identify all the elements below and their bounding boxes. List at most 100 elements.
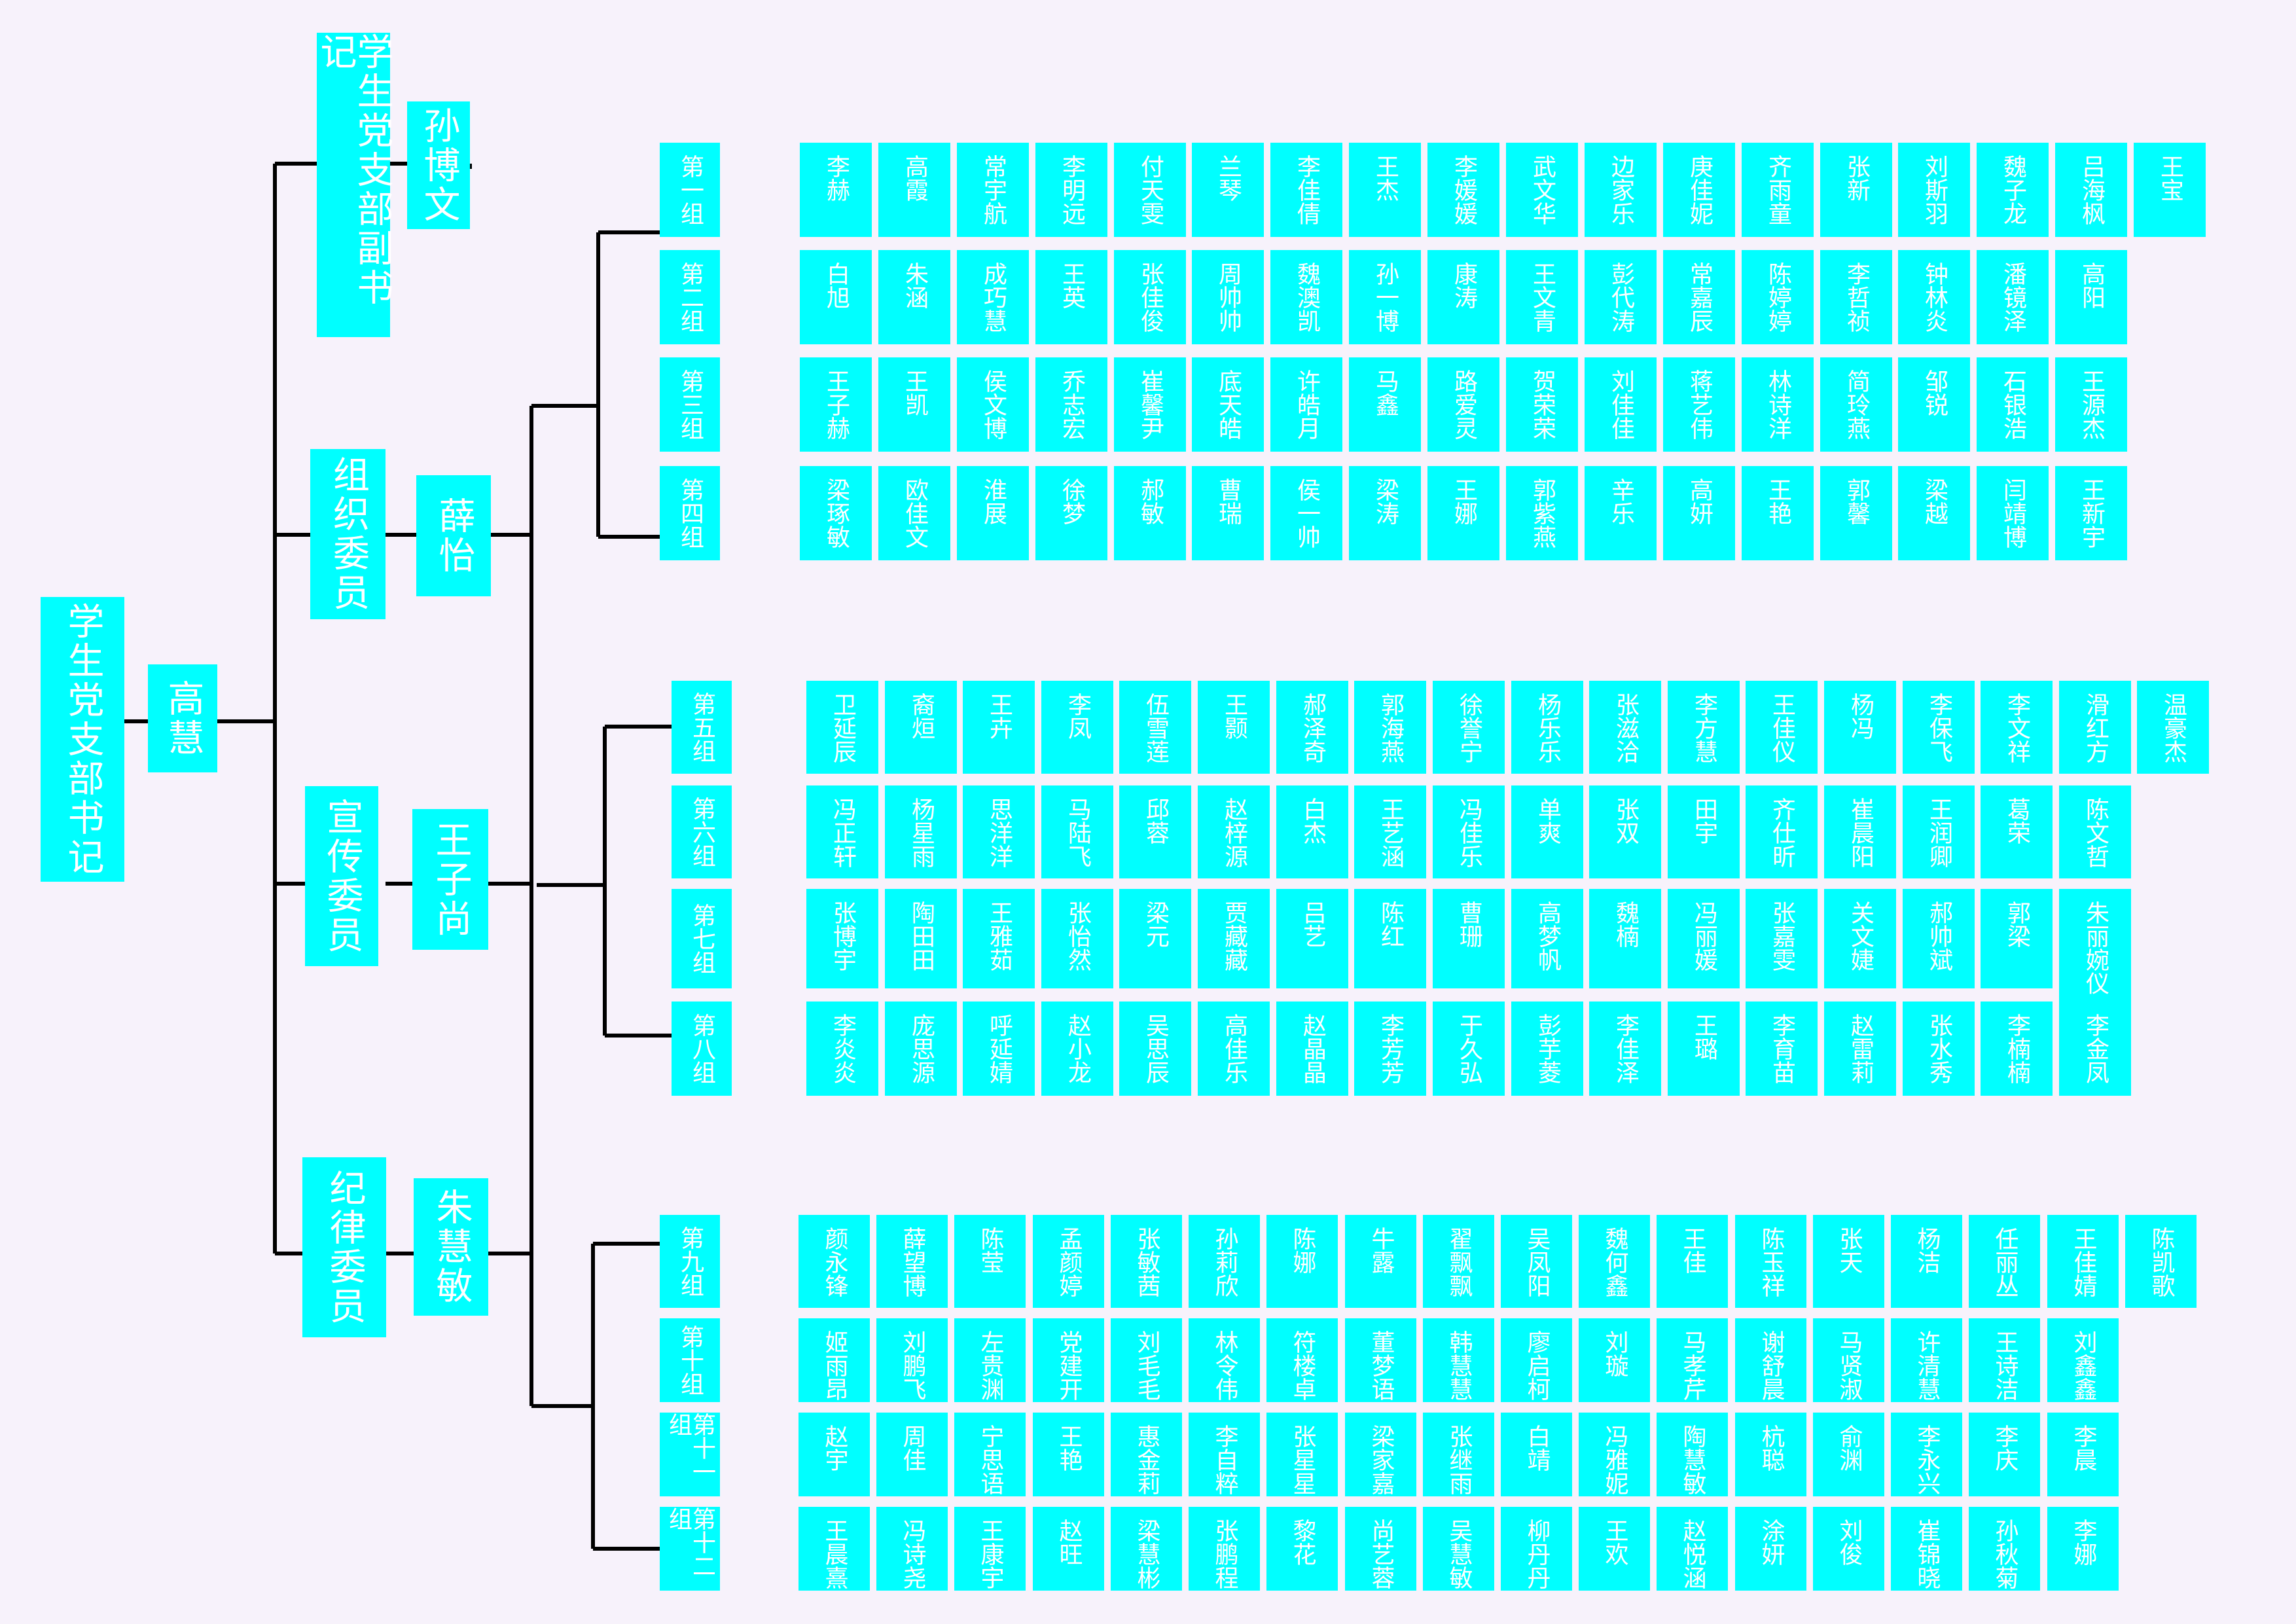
group-label: 第九组 [660,1215,720,1308]
member-name-cell: 庚佳妮 [1663,143,1735,237]
member-name-cell: 陈娜 [1266,1215,1338,1308]
member-name-cell: 张星星 [1266,1413,1338,1496]
member-name-cell: 张嘉雯 [1746,889,1818,988]
member-name-cell: 郝泽奇 [1276,681,1348,774]
member-name-cell: 魏子龙 [1977,143,2049,237]
member-name-cell: 林令伟 [1189,1318,1260,1402]
member-name-cell: 马孝芹 [1657,1318,1728,1402]
member-name-cell: 简玲燕 [1820,357,1892,452]
member-name-cell: 黎花 [1266,1507,1338,1591]
member-name-cell: 张新 [1820,143,1892,237]
member-name-cell: 淮展 [957,466,1029,560]
member-name-cell: 朱丽婉仪 [2059,889,2131,1008]
member-name-cell: 曹珊 [1433,889,1505,988]
group-label: 第一组 [660,143,720,237]
member-name-cell: 崔锦晓 [1891,1507,1962,1591]
member-name-cell: 郝帅斌 [1903,889,1975,988]
member-name-cell: 张双 [1589,785,1661,878]
member-name-cell: 呼延婧 [963,1001,1035,1096]
member-name-cell: 孙秋菊 [1969,1507,2040,1591]
member-name-cell: 刘鹏飞 [876,1318,948,1402]
deputy-secretary-title: 学生党支部副书记 [314,33,393,337]
member-name-cell: 李炎炎 [806,1001,878,1096]
group-label: 第十组 [660,1318,720,1402]
member-name-cell: 武文华 [1506,143,1578,237]
member-name-cell: 边家乐 [1585,143,1657,237]
member-name-cell: 高佳乐 [1198,1001,1270,1096]
member-name-cell: 高妍 [1663,466,1735,560]
organization-committee-name: 薛怡 [416,475,491,596]
member-name-cell: 梁元 [1119,889,1191,988]
member-name-cell: 王艳 [1033,1413,1104,1496]
member-name-cell: 吕海枫 [2055,143,2127,237]
member-name-cell: 梁家嘉 [1345,1413,1416,1496]
secretary-name: 高慧 [148,664,217,772]
member-name-cell: 李佳泽 [1589,1001,1661,1096]
member-name-cell: 颜永锋 [798,1215,870,1308]
member-name-cell: 孟颜婷 [1033,1215,1104,1308]
member-name-cell: 邹锐 [1898,357,1970,452]
member-name-cell: 蒋艺伟 [1663,357,1735,452]
member-name-cell: 李芳芳 [1354,1001,1426,1096]
member-name-cell: 党建开 [1033,1318,1104,1402]
member-name-cell: 郭海燕 [1354,681,1426,774]
member-name-cell: 王佳婧 [2047,1215,2119,1308]
member-name-cell: 王子赫 [800,357,872,452]
member-name-cell: 庞思源 [885,1001,957,1096]
deputy-secretary-name: 孙博文 [407,101,470,229]
member-name-cell: 陶田田 [885,889,957,988]
member-name-cell: 李佳倩 [1270,143,1342,237]
member-name-cell: 闫靖博 [1977,466,2049,560]
group-label: 第十二组 [660,1507,720,1591]
member-name-cell: 王宝 [2134,143,2206,237]
member-name-cell: 齐雨童 [1742,143,1814,237]
member-name-cell: 郝敏 [1114,466,1186,560]
member-name-cell: 冯佳乐 [1433,785,1505,878]
member-name-cell: 王璐 [1668,1001,1740,1096]
member-name-cell: 王艳 [1742,466,1814,560]
member-name-cell: 王颢 [1198,681,1270,774]
member-name-cell: 左贵渊 [954,1318,1026,1402]
discipline-committee-name: 朱慧敏 [414,1178,488,1316]
member-name-cell: 杨洁 [1891,1215,1962,1308]
member-name-cell: 赵旺 [1033,1507,1104,1591]
member-name-cell: 符楼卓 [1266,1318,1338,1402]
member-name-cell: 朱涵 [878,250,950,344]
member-name-cell: 王文青 [1506,250,1578,344]
member-name-cell: 贺荣荣 [1506,357,1578,452]
member-name-cell: 梁涛 [1349,466,1421,560]
member-name-cell: 李赫 [800,143,872,237]
member-name-cell: 周帅帅 [1192,250,1264,344]
member-name-cell: 郭梁 [1981,889,2053,988]
member-name-cell: 刘俊 [1813,1507,1884,1591]
group-label: 第二组 [660,250,720,344]
member-name-cell: 吴凤阳 [1501,1215,1572,1308]
member-name-cell: 梁越 [1898,466,1970,560]
member-name-cell: 路爱灵 [1427,357,1499,452]
group-label: 第八组 [672,1001,732,1096]
member-name-cell: 王英 [1035,250,1107,344]
member-name-cell: 张滋洽 [1589,681,1661,774]
member-name-cell: 田宇 [1668,785,1740,878]
member-name-cell: 陈莹 [954,1215,1026,1308]
member-name-cell: 刘斯羽 [1898,143,1970,237]
member-name-cell: 杭聪 [1735,1413,1806,1496]
member-name-cell: 谢舒晨 [1735,1318,1806,1402]
member-name-cell: 关文婕 [1824,889,1896,988]
member-name-cell: 陶慧敏 [1657,1413,1728,1496]
member-name-cell: 齐仕昕 [1746,785,1818,878]
publicity-committee-name: 王子尚 [412,809,488,950]
secretary-title: 学生党支部书记 [41,597,124,882]
member-name-cell: 陈文哲 [2059,785,2131,878]
member-name-cell: 石银浩 [1977,357,2049,452]
member-name-cell: 裔烜 [885,681,957,774]
member-name-cell: 高霞 [878,143,950,237]
member-name-cell: 李保飞 [1903,681,1975,774]
member-name-cell: 于久弘 [1433,1001,1505,1096]
member-name-cell: 侯一帅 [1270,466,1342,560]
member-name-cell: 王康宇 [954,1507,1026,1591]
member-name-cell: 王晨熹 [798,1507,870,1591]
member-name-cell: 彭芋菱 [1511,1001,1583,1096]
member-name-cell: 王源杰 [2055,357,2127,452]
